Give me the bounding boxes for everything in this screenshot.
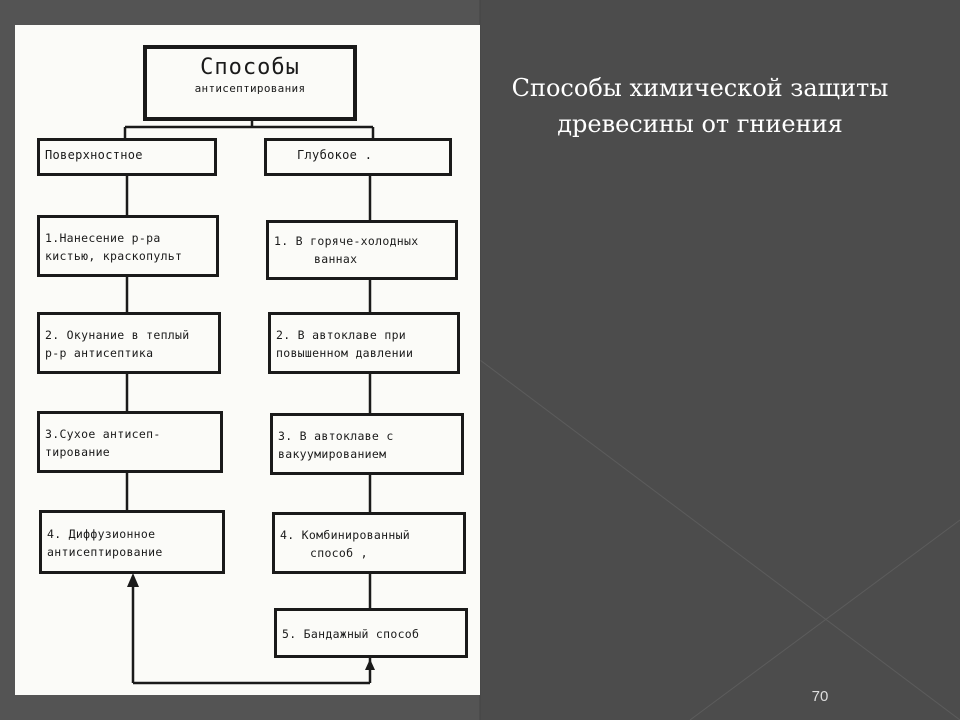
deep-method-2: 2. В автоклаве при повышенном давлении [268, 312, 460, 374]
diagram-connectors [123, 120, 375, 685]
deep-method-1-line1: 1. В горяче-холодных [274, 234, 419, 248]
deep-method-3-line2: вакуумированием [278, 447, 387, 461]
root-node-line1: Способы [200, 55, 300, 80]
deep-method-3: 3. В автоклаве с вакуумированием [270, 413, 464, 475]
surface-method-2-line2: р-р антисептика [45, 346, 154, 360]
deep-method-2-line1: 2. В автоклаве при [276, 328, 407, 342]
surface-method-1-line1: 1.Нанесение р-ра [45, 231, 161, 245]
root-node: Способы антисептирования [143, 45, 357, 121]
deep-method-4: 4. Комбинированный способ , [272, 512, 466, 574]
deep-category-label: Глубокое . [297, 148, 373, 162]
deep-method-1: 1. В горяче-холодных ваннах [266, 220, 458, 280]
surface-method-1-line2: кистью, краскопульт [45, 249, 183, 263]
deep-method-2-line2: повышенном давлении [276, 346, 414, 360]
surface-method-4-line1: 4. Диффузионное [47, 527, 156, 541]
slide-title: Способы химической защиты древесины от г… [490, 70, 910, 142]
surface-method-1: 1.Нанесение р-ра кистью, краскопульт [37, 215, 219, 277]
deep-method-4-line2: способ , [310, 546, 368, 560]
slide-title-line2: древесины от гниения [557, 110, 843, 138]
slide-number: 70 [811, 688, 829, 705]
surface-method-2: 2. Окунание в теплый р-р антисептика [37, 312, 221, 374]
deep-method-5: 5. Бандажный способ [274, 608, 468, 658]
slide-title-line1: Способы химической защиты [511, 74, 889, 102]
deep-method-1-line2: ваннах [314, 252, 358, 266]
surface-category-node: Поверхностное [37, 138, 217, 176]
surface-method-4-line2: антисептирование [47, 545, 163, 559]
root-node-line2: антисептирования [194, 82, 306, 95]
surface-method-3-line2: тирование [45, 445, 111, 459]
scanned-diagram: Способы антисептирования Поверхностное Г… [15, 25, 480, 695]
surface-method-3-line1: 3.Сухое антисеп- [45, 427, 161, 441]
surface-category-label: Поверхностное [45, 148, 143, 162]
surface-method-3: 3.Сухое антисеп- тирование [37, 411, 223, 473]
deep-method-5-line1: 5. Бандажный способ [282, 627, 420, 641]
background-right-panel [480, 0, 960, 720]
surface-method-4: 4. Диффузионное антисептирование [39, 510, 225, 574]
deep-method-4-line1: 4. Комбинированный [280, 528, 411, 542]
deep-category-node: Глубокое . [264, 138, 452, 176]
surface-method-2-line1: 2. Окунание в теплый [45, 328, 190, 342]
deep-method-3-line1: 3. В автоклаве с [278, 429, 394, 443]
